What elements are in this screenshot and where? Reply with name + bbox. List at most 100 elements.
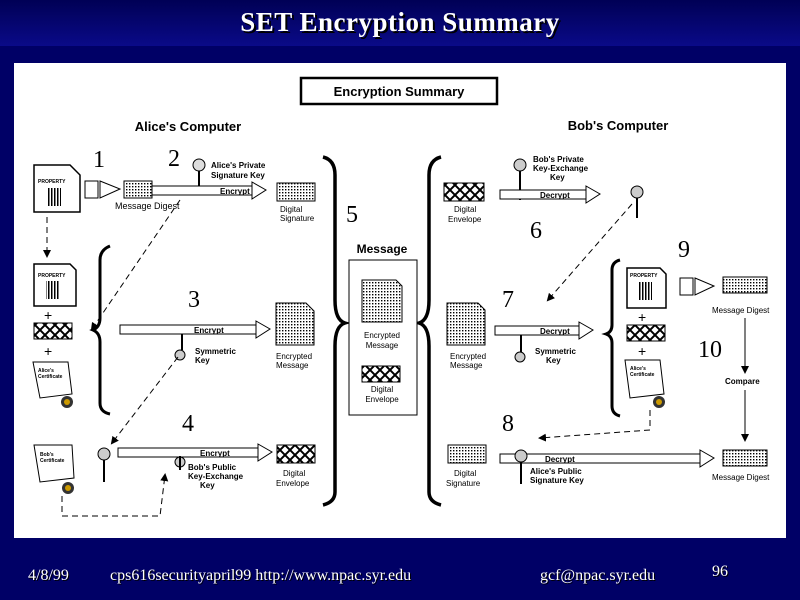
- bob-private-key-label-2: Key-Exchange: [533, 164, 589, 173]
- alice-computer-title: Alice's Computer: [135, 119, 241, 134]
- bob-public-key-label-3: Key: [200, 481, 215, 490]
- footer: 4/8/99 cps616securityapril99 http://www.…: [0, 545, 800, 600]
- footer-email: gcf@npac.syr.edu: [540, 567, 656, 584]
- encrypted-message-label-center-2: Message: [366, 341, 399, 350]
- svg-text:Alice's: Alice's: [38, 368, 54, 374]
- svg-text:Certificate: Certificate: [40, 458, 65, 464]
- step-3: 3: [188, 287, 200, 313]
- svg-text:Alice's: Alice's: [630, 366, 646, 372]
- flow-arrow-cert-to-pubkey: [538, 410, 651, 442]
- bob-public-key-icon: [174, 456, 186, 470]
- digital-envelope-label-alice-2: Envelope: [276, 479, 310, 488]
- encrypt-arrow-2: [119, 320, 271, 339]
- bob-brace: [601, 258, 621, 418]
- digital-signature-block-alice: [276, 182, 316, 202]
- svg-text:Certificate: Certificate: [630, 372, 655, 378]
- decrypt-arrow-2: [494, 321, 594, 340]
- slide-title: SET Encryption Summary: [240, 7, 560, 37]
- svg-text:Certificate: Certificate: [38, 374, 63, 380]
- bob-private-key-label-3: Key: [550, 173, 565, 182]
- digital-envelope-label-alice-1: Digital: [283, 469, 305, 478]
- digital-envelope-block-alice: [276, 444, 316, 464]
- encrypted-message-label-alice-2: Message: [276, 361, 309, 370]
- digital-envelope-label-center-1: Digital: [371, 385, 393, 394]
- encryption-diagram: Encryption Summary Alice's Computer Bob'…: [32, 76, 770, 517]
- encrypted-message-doc-alice: [275, 302, 315, 346]
- step-8: 8: [502, 411, 514, 437]
- alice-brace-left: [89, 244, 111, 416]
- flow-guide: [462, 202, 610, 292]
- symmetric-key-label-alice-2: Key: [195, 356, 210, 365]
- message-digest-label-bob-1: Message Digest: [712, 306, 770, 315]
- flow-arrow-key-to-decrypt: [546, 203, 633, 302]
- digital-envelope-block-bob: [443, 182, 485, 202]
- step-6: 6: [530, 218, 542, 244]
- alice-certificate-icon: Alice's Certificate: [32, 361, 73, 408]
- digital-signature-block-bob: [447, 444, 487, 464]
- plus-2: +: [44, 343, 52, 359]
- header-box: [299, 76, 499, 106]
- symmetric-key-icon-alice: [174, 334, 186, 361]
- svg-text:PROPERTY: PROPERTY: [38, 179, 66, 185]
- bob-side-signature-block: [626, 324, 666, 342]
- decrypt-label-3: Decrypt: [545, 455, 575, 464]
- message-digest-icon-bob: [679, 276, 768, 296]
- alice-public-key-label-1: Alice's Public: [530, 467, 582, 476]
- symmetric-key-label-bob-2: Key: [546, 356, 561, 365]
- encrypted-message-label-center-1: Encrypted: [364, 331, 400, 340]
- key-icon-bob-top: [630, 185, 644, 218]
- footer-date: 4/8/99: [28, 567, 69, 584]
- flow-arrow-key-down: [110, 356, 179, 445]
- decrypt-arrow-1: [499, 185, 601, 204]
- flow-arrow-sig-to-brace: [90, 199, 181, 331]
- footer-reference: cps616securityapril99 http://www.npac.sy…: [110, 567, 412, 584]
- digital-signature-label-alice-2: Signature: [280, 214, 315, 223]
- encrypt-arrow-3: [117, 443, 273, 462]
- decrypt-arrow-3: [499, 449, 715, 468]
- bob-private-key-label-1: Bob's Private: [533, 155, 584, 164]
- step-9: 9: [678, 237, 690, 263]
- alice-private-key-label-2: Signature Key: [211, 171, 265, 180]
- alice-private-key-label-1: Alice's Private: [211, 161, 266, 170]
- svg-text:Bob's: Bob's: [40, 452, 54, 458]
- alice-certificate-icon-bob: Alice's Certificate: [624, 359, 665, 408]
- encrypt-arrow-1: [151, 181, 267, 200]
- step-1: 1: [93, 147, 105, 173]
- encrypt-label-2: Encrypt: [194, 326, 224, 335]
- encrypted-message-label-alice-1: Encrypted: [276, 352, 312, 361]
- bob-property-document: PROPERTY: [626, 267, 667, 309]
- step-2: 2: [168, 146, 180, 172]
- step-10: 10: [698, 337, 722, 363]
- plus-4: +: [638, 343, 646, 359]
- center-brace-left: [322, 155, 352, 507]
- alice-property-document: PROPERTY: [33, 164, 81, 213]
- header-box-label: Encryption Summary: [334, 84, 466, 99]
- step-7: 7: [502, 287, 514, 313]
- symmetric-key-icon-bob: [514, 335, 526, 363]
- step-4: 4: [182, 411, 194, 437]
- flow-arrow-cert-to-key: [61, 473, 169, 517]
- bob-public-key-icon-left: [97, 447, 111, 482]
- diagram-panel: Encryption Summary Alice's Computer Bob'…: [14, 63, 786, 538]
- plus-3: +: [638, 309, 646, 325]
- digital-signature-label-bob-2: Signature: [446, 479, 481, 488]
- svg-text:PROPERTY: PROPERTY: [38, 273, 66, 279]
- digital-envelope-label-bob-2: Envelope: [448, 215, 482, 224]
- encrypted-message-label-bob-2: Message: [450, 361, 483, 370]
- bob-computer-title: Bob's Computer: [568, 118, 669, 133]
- bob-public-key-label-2: Key-Exchange: [188, 472, 244, 481]
- digital-envelope-label-bob-1: Digital: [454, 205, 476, 214]
- title-bar: SET Encryption Summary: [0, 0, 800, 46]
- step-5: 5: [346, 202, 358, 228]
- encrypted-message-label-bob-1: Encrypted: [450, 352, 486, 361]
- message-digest-block-bob-2: [722, 449, 768, 467]
- digital-signature-label-alice-1: Digital: [280, 205, 302, 214]
- message-digest-label-bob-2: Message Digest: [712, 473, 770, 482]
- digital-envelope-block-center: [361, 365, 401, 383]
- compare-label: Compare: [725, 377, 760, 386]
- decrypt-label-2: Decrypt: [540, 327, 570, 336]
- digital-envelope-label-center-2: Envelope: [365, 395, 399, 404]
- bob-public-key-label-1: Bob's Public: [188, 463, 237, 472]
- footer-page-number: 96: [712, 563, 728, 580]
- encrypted-message-doc-bob: [446, 302, 486, 346]
